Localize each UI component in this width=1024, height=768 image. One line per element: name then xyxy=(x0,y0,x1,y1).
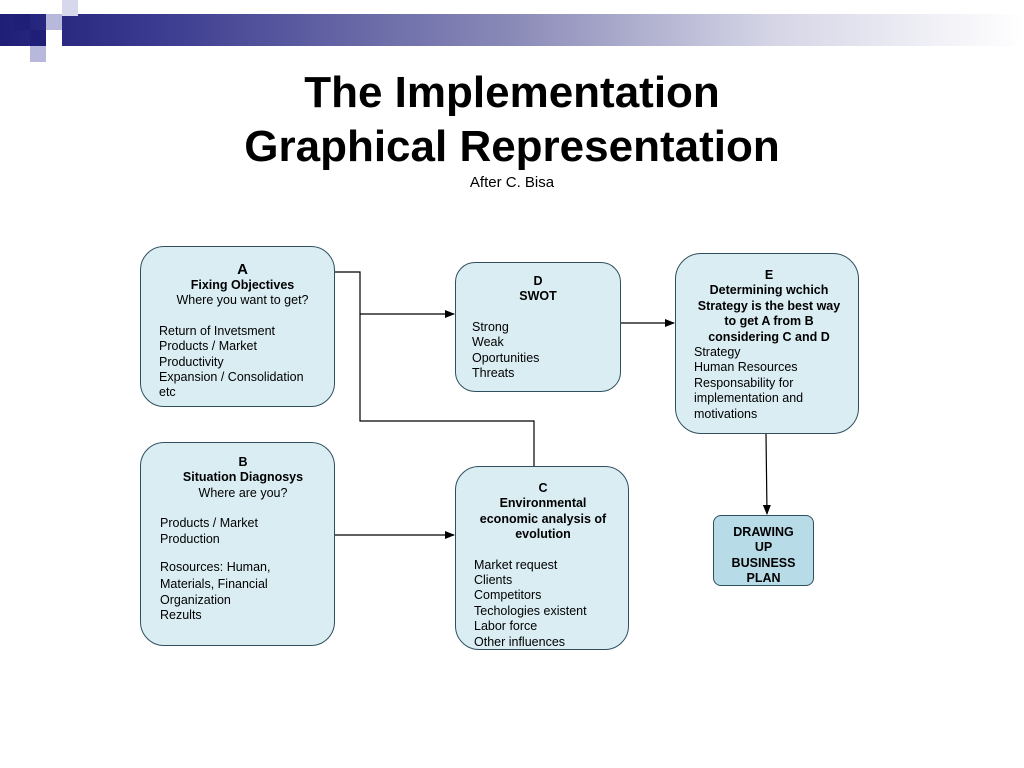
header-square-3 xyxy=(46,14,62,30)
box-b-question: Where are you? xyxy=(198,485,288,500)
plan-line: DRAWING xyxy=(733,525,794,539)
connector-c-to-a xyxy=(359,314,535,466)
title-line-1: The Implementation xyxy=(304,68,720,117)
box-c-heading-line: Environmental xyxy=(499,496,587,511)
box-e-item: Human Resources xyxy=(694,360,798,375)
box-b-heading: Situation Diagnosys xyxy=(182,470,304,485)
box-e-letter: E xyxy=(764,268,774,282)
box-c-heading-line: economic analysis of xyxy=(479,511,607,526)
slide-title: The Implementation Graphical Representat… xyxy=(0,66,1024,174)
title-line-2: Graphical Representation xyxy=(244,122,780,171)
box-e-item: Responsability for xyxy=(694,375,794,390)
box-d-item: Threats xyxy=(472,366,515,381)
box-a-item: etc xyxy=(159,385,176,400)
box-a-question: Where you want to get? xyxy=(176,293,309,308)
box-b-situation-diagnosys: B Situation Diagnosys Where are you? Pro… xyxy=(140,442,335,646)
plan-line: PLAN xyxy=(746,571,781,586)
box-e-heading-line: Strategy is the best way xyxy=(697,298,841,313)
header-square-6 xyxy=(46,30,62,46)
box-c-environmental-analysis: C Environmental economic analysis of evo… xyxy=(455,466,629,650)
box-c-letter: C xyxy=(538,481,548,495)
box-b-item: Rezults xyxy=(160,608,202,623)
box-b-item: Production xyxy=(160,531,220,546)
box-e-heading-line: Determining wchich xyxy=(709,283,829,298)
box-e-item: Strategy xyxy=(694,345,741,360)
box-a-item: Products / Market xyxy=(159,339,257,354)
box-e-item: motivations xyxy=(694,406,758,421)
box-c-item: Other influences xyxy=(474,634,566,649)
box-b-item: Organization xyxy=(160,592,231,607)
header-square-5 xyxy=(30,46,46,62)
box-c-item: Techologies existent xyxy=(474,603,587,618)
box-a-heading: Fixing Objectives xyxy=(190,278,295,292)
box-d-letter: D xyxy=(533,274,543,288)
plan-line: UP xyxy=(754,540,773,555)
header-square-1 xyxy=(14,14,30,30)
box-e-item: implementation and xyxy=(694,391,804,406)
box-c-heading-line: evolution xyxy=(515,527,571,542)
box-a-item: Productivity xyxy=(159,354,224,369)
connector-a-to-d xyxy=(334,271,455,318)
box-a-item: Expansion / Consolidation xyxy=(159,370,304,385)
box-c-item: Clients xyxy=(474,573,513,588)
box-d-item: Strong xyxy=(472,319,509,334)
box-c-item: Market request xyxy=(474,557,558,572)
header-square-2 xyxy=(30,30,46,46)
slide-subtitle: After C. Bisa xyxy=(469,174,555,191)
box-a-letter: A xyxy=(237,261,248,278)
box-e-heading-line: to get A from B xyxy=(724,314,814,329)
box-drawing-up-business-plan: DRAWING UP BUSINESS PLAN xyxy=(713,515,814,586)
box-d-swot: D SWOT Strong Weak Oportunities Threats xyxy=(455,262,621,392)
box-b-item: Products / Market xyxy=(160,516,258,531)
box-e-strategy: E Determining wchich Strategy is the bes… xyxy=(675,253,859,434)
connector-e-to-plan xyxy=(762,433,771,515)
box-a-fixing-objectives: A Fixing Objectives Where you want to ge… xyxy=(140,246,335,407)
box-d-item: Oportunities xyxy=(472,350,540,365)
box-e-heading-line: considering C and D xyxy=(708,329,830,344)
box-c-item: Competitors xyxy=(474,588,542,603)
header-gradient-bar xyxy=(0,14,1024,46)
box-c-item: Labor force xyxy=(474,619,538,634)
header-square-4 xyxy=(62,0,78,16)
box-d-heading: SWOT xyxy=(519,289,557,304)
box-b-item: Materials, Financial xyxy=(160,577,268,592)
plan-line: BUSINESS xyxy=(731,555,796,570)
box-b-item: Rosources: Human, xyxy=(160,560,271,575)
box-a-item: Return of Invetsment xyxy=(159,323,276,338)
box-b-letter: B xyxy=(238,455,248,469)
box-d-item: Weak xyxy=(472,335,504,350)
